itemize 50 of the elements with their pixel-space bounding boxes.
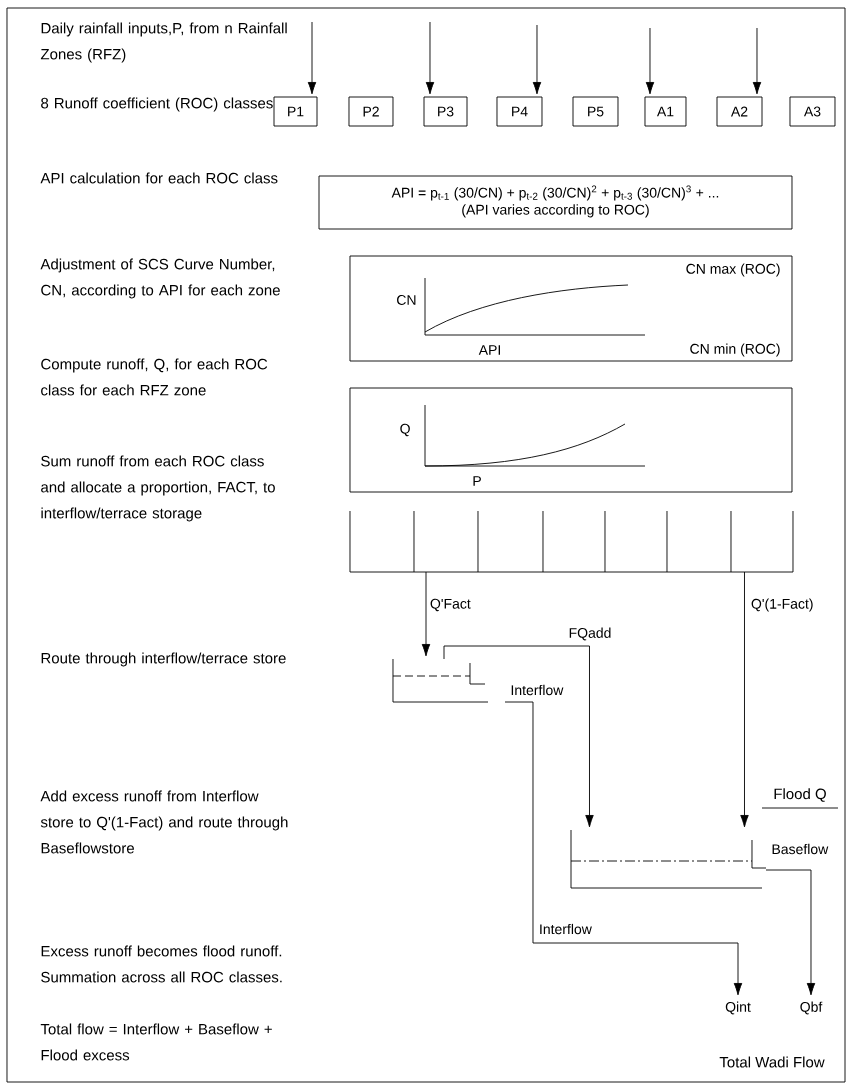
class-box: A2 (716, 96, 763, 127)
step-description: API calculation for each ROC class (40, 172, 278, 184)
flow-label: Flood Q (761, 788, 839, 809)
arrow (443, 645, 594, 828)
edge-label: Q'(1-Fact) (749, 597, 815, 614)
arrow (307, 21, 317, 95)
summation-bar (349, 510, 794, 573)
arrow (421, 571, 431, 657)
class-box: A1 (644, 96, 687, 127)
axis-label: CN max (ROC) (686, 263, 780, 277)
arrow (752, 27, 762, 95)
step-description: Sum runoff from each ROC class and allocate a proportion, FACT, to interflow/terrace storage (41, 455, 275, 522)
class-box: A3 (789, 96, 836, 127)
axis-label: API (478, 345, 500, 355)
step-description: Compute runoff, Q, for each ROC class for each RFZ zone (41, 358, 268, 396)
arrow (425, 21, 435, 95)
axis-label: P (473, 476, 481, 486)
edge-label: Q'Fact (428, 597, 473, 613)
graph-box (349, 255, 793, 362)
arrow (740, 571, 749, 828)
step-description: Total flow = Interflow + Baseflow + Flood excess (40, 1023, 272, 1061)
axis-label: CN min (ROC) (690, 343, 780, 357)
flow-label: Total Wadi Flow (719, 1056, 825, 1068)
outlet-label: Interflow (511, 684, 564, 696)
step-description: Daily rainfall inputs,P, from n Rainfall Zones (RFZ) (40, 22, 287, 63)
class-box: P5 (572, 96, 619, 127)
store-tank (392, 658, 489, 703)
outflow-label: Qint (725, 1001, 751, 1015)
step-description: 8 Runoff coefficient (ROC) classes (41, 97, 273, 112)
edge-label: Interflow (537, 922, 594, 936)
graph-box (349, 387, 793, 493)
arrow (504, 701, 743, 996)
step-description: Adjustment of SCS Curve Number, CN, according to API for each zone (40, 258, 280, 299)
arrow (532, 24, 542, 95)
class-box: P4 (496, 96, 543, 127)
axis-label: CN (397, 295, 416, 305)
step-description: Excess runoff becomes flood runoff. Summation across all ROC classes. (41, 945, 282, 983)
arrow (645, 27, 655, 95)
axis-label: Q (400, 423, 410, 437)
class-box: P1 (273, 96, 318, 127)
outlet-label: Baseflow (772, 843, 829, 855)
arrow (765, 869, 816, 996)
store-tank (570, 829, 767, 889)
class-box: P2 (348, 96, 394, 127)
outflow-label: Qbf (800, 1001, 823, 1015)
formula-box: API = p$_{t-1}$ (30/CN) + p$_{t-2}$ (30/CN)$^{2}$ + p$_{t-3}$ (30/CN)$^{3}$ + ... (API varies according to ROC) (318, 175, 793, 230)
step-description: Route through interflow/terrace store (41, 652, 286, 667)
edge-label: FQadd (567, 626, 613, 642)
class-box: P3 (423, 96, 468, 127)
step-description: Add excess runoff from Interflow store to Q'(1-Fact) and route through Baseflowstore (40, 790, 288, 854)
